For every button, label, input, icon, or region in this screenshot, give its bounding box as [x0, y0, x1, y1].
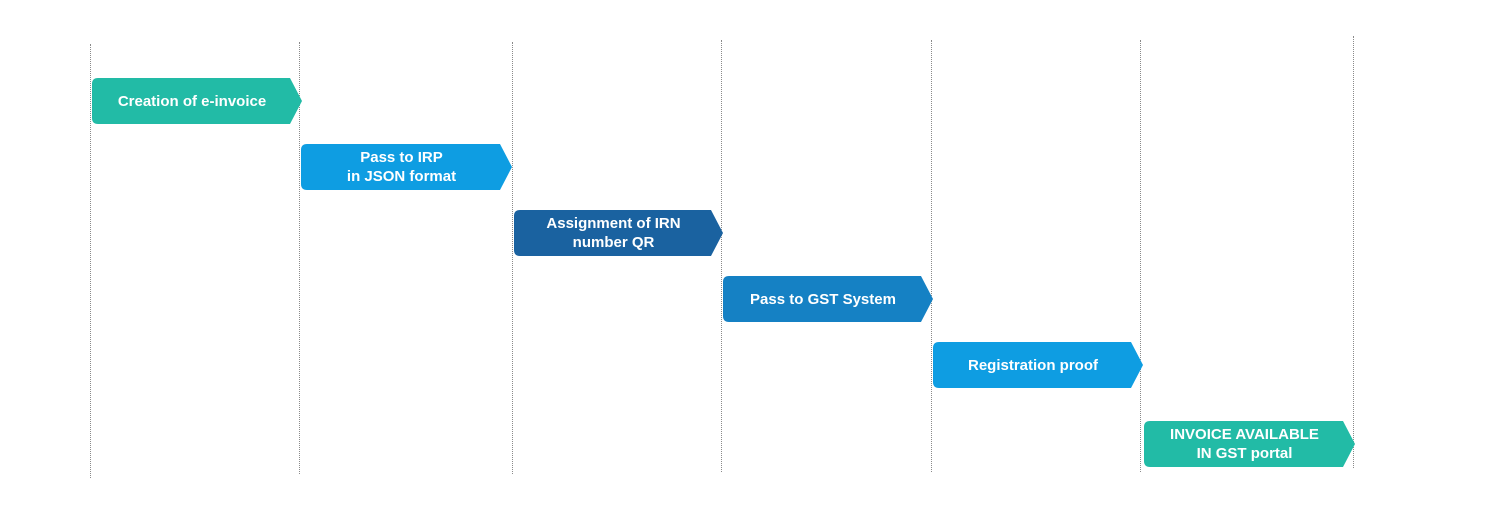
- step-pass-to-irp: Pass to IRP in JSON format: [301, 144, 512, 190]
- step-registration-proof: Registration proof: [933, 342, 1143, 388]
- guide-line: [90, 44, 91, 478]
- guide-line: [299, 42, 300, 474]
- step-label-line1: Registration proof: [968, 356, 1098, 374]
- step-label: Pass to IRP in JSON format: [301, 144, 512, 190]
- step-arrow-shape: [723, 276, 933, 322]
- guide-line: [721, 40, 722, 472]
- guide-line: [1353, 36, 1354, 468]
- step-pass-to-gst-system: Pass to GST System: [723, 276, 933, 322]
- step-creation-of-e-invoice: Creation of e-invoice: [92, 78, 302, 124]
- step-assignment-of-irn: Assignment of IRN number QR: [514, 210, 723, 256]
- step-label-line2: IN GST portal: [1196, 445, 1293, 462]
- step-label: Creation of e-invoice: [92, 78, 302, 124]
- step-label-line1: Pass to IRP: [360, 149, 443, 166]
- step-arrow-shape: [92, 78, 302, 124]
- step-arrow-shape: [301, 144, 512, 190]
- step-arrow-shape: [514, 210, 723, 256]
- step-label: Pass to GST System: [723, 276, 933, 322]
- step-label-line1: Pass to GST System: [750, 290, 896, 308]
- step-invoice-available: INVOICE AVAILABLE IN GST portal: [1144, 421, 1355, 467]
- step-label: Registration proof: [933, 342, 1143, 388]
- step-label-line2: in JSON format: [346, 168, 457, 185]
- step-label: Assignment of IRN number QR: [514, 210, 723, 256]
- step-label-line1: INVOICE AVAILABLE: [1170, 426, 1319, 443]
- step-label: INVOICE AVAILABLE IN GST portal: [1144, 421, 1355, 467]
- guide-line: [512, 42, 513, 474]
- step-arrow-shape: [933, 342, 1143, 388]
- step-arrow-shape: [1144, 421, 1355, 467]
- step-label-line1: Assignment of IRN: [546, 215, 681, 232]
- step-label-line1: Creation of e-invoice: [117, 92, 267, 110]
- step-label-line2: number QR: [572, 234, 655, 251]
- guide-line: [1140, 40, 1141, 472]
- guide-line: [931, 40, 932, 472]
